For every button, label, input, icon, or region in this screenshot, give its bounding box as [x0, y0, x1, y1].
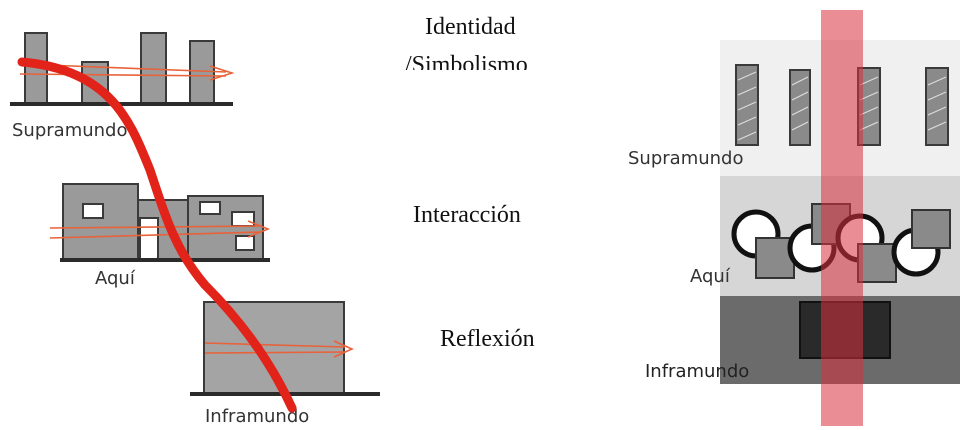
- left-label-supramundo: Supramundo: [12, 120, 127, 141]
- right-diagram: Supramundo Aquí Inframundo: [628, 10, 960, 426]
- aqui-buildings: [62, 183, 264, 261]
- left-label-inframundo: Inframundo: [205, 406, 309, 427]
- right-label-supramundo: Supramundo: [628, 148, 743, 169]
- center-label-interaccion: Interacción: [413, 202, 521, 228]
- center-labels: Identidad /Simbolismo Interacción Reflex…: [405, 14, 535, 352]
- center-label-reflexion: Reflexión: [440, 326, 535, 352]
- left-diagram: Supramundo Aquí Inframundo: [10, 32, 380, 427]
- inframundo-arrows: [204, 340, 354, 358]
- vertical-axis-bar: [821, 10, 863, 426]
- right-top-pillars: [735, 64, 949, 146]
- right-label-aqui: Aquí: [690, 266, 731, 287]
- right-label-inframundo: Inframundo: [645, 361, 749, 382]
- left-label-aqui: Aquí: [95, 268, 136, 289]
- supramundo-buildings: [24, 32, 215, 104]
- aqui-arrows: [49, 220, 271, 239]
- red-connecting-line: [17, 57, 297, 413]
- center-label-identidad: Identidad: [425, 14, 516, 40]
